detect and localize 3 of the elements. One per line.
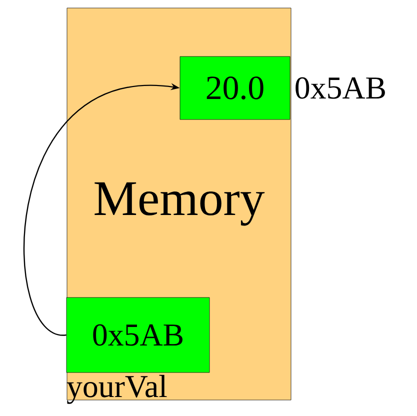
memory-cell: 0x5AB (66, 297, 210, 373)
memory-cell: 20.0 (180, 56, 290, 120)
address-label: 0x5AB (296, 77, 385, 99)
